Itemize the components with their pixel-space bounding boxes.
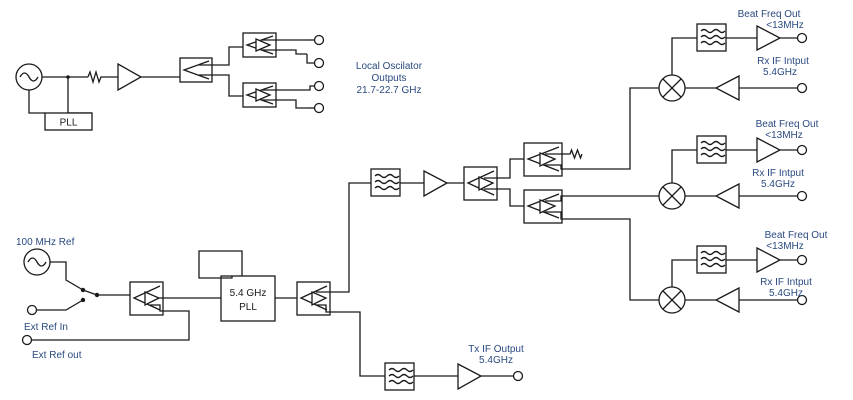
amplifier-icon: [117, 62, 143, 92]
reference-switch: [82, 289, 98, 296]
rx-input-amplifier-icon: [714, 182, 740, 210]
beat-freq-range-label-3: <13MHz: [766, 241, 804, 252]
rx-channel-3: Beat Freq Out <13MHz Rx IF Intput 5.4GHz: [658, 230, 828, 314]
rx-channel-2: Beat Freq Out <13MHz Rx IF Intput 5.4GHz: [658, 119, 819, 210]
lo-filter-icon: [370, 168, 401, 197]
pll-small-block: [44, 112, 93, 131]
ext-ref-in-label: Ext Ref In: [24, 322, 68, 333]
rx-if-input-port-3: [796, 294, 808, 306]
pll-small-label: PLL: [60, 118, 78, 129]
local-oscillator-chain: PLL Local Oscilator Ou: [15, 32, 423, 131]
rx-if-freq-label-3: 5.4GHz: [769, 288, 803, 299]
beat-freq-out-label-3: Beat Freq Out: [765, 230, 828, 241]
rx-if-input-port-2: [796, 190, 808, 202]
rx-if-input-port-1: [796, 82, 808, 94]
tx-if-freq-label: 5.4GHz: [479, 355, 513, 366]
sine-wave-icon: [19, 72, 39, 82]
beat-freq-out-port-2: [796, 144, 808, 156]
ref-100mhz-label: 100 MHz Ref: [16, 237, 75, 248]
ext-ref-out-port: [21, 334, 33, 346]
lo-output-port-1: [313, 34, 325, 46]
ext-ref-in-port: [26, 304, 38, 316]
rx-if-freq-label-2: 5.4GHz: [761, 179, 795, 190]
local-osc-label: Local Oscilator: [356, 61, 423, 72]
beat-freq-out-label-2: Beat Freq Out: [756, 119, 819, 130]
main-pll-label: PLL: [239, 302, 257, 313]
local-osc-freq-label: 21.7-22.7 GHz: [356, 85, 421, 96]
lo-amplifier-icon: [423, 169, 449, 198]
rx-channel-1: Beat Freq Out <13MHz Rx IF Intput 5.4GHz: [658, 9, 809, 102]
beat-freq-out-port-3: [796, 254, 808, 266]
tx-if-output-port: [512, 370, 524, 382]
tx-filter-icon: [384, 362, 415, 391]
reference-section: 100 MHz Ref Ext Ref In Ext Ref out 5.4 G…: [16, 182, 385, 377]
local-osc-label-2: Outputs: [371, 73, 406, 84]
beat-freq-out-label-1: Beat Freq Out: [738, 9, 801, 20]
rx-if-input-label-2: Rx IF Intput: [752, 168, 804, 179]
beat-amplifier-icon: [756, 24, 782, 52]
rx-input-amplifier-icon: [714, 286, 740, 314]
ext-ref-out-label: Ext Ref out: [32, 350, 82, 361]
rx-if-freq-label-1: 5.4GHz: [763, 67, 797, 78]
main-pll-block: [220, 275, 276, 322]
beat-freq-range-label-1: <13MHz: [766, 20, 804, 31]
beat-amplifier-icon: [756, 246, 782, 274]
tx-amplifier-icon: [457, 362, 483, 391]
rx-if-input-label-1: Rx IF Intput: [757, 56, 809, 67]
attenuator-icon: [87, 69, 118, 85]
tx-if-output-label: Tx IF Output: [468, 344, 524, 355]
main-pll-freq-label: 5.4 GHz: [230, 288, 267, 299]
beat-amplifier-icon: [756, 136, 782, 164]
lo-output-port-4: [313, 102, 325, 114]
termination-icon: [545, 148, 583, 160]
rx-input-amplifier-icon: [714, 74, 740, 102]
beat-freq-out-port-1: [796, 32, 808, 44]
rx-if-input-label-3: Rx IF Intput: [760, 277, 812, 288]
lo-output-port-3: [313, 80, 325, 92]
beat-freq-range-label-2: <13MHz: [765, 130, 803, 141]
lo-output-port-2: [313, 57, 325, 69]
lo-distribution: [370, 87, 659, 301]
tx-path: Tx IF Output 5.4GHz: [384, 344, 524, 391]
